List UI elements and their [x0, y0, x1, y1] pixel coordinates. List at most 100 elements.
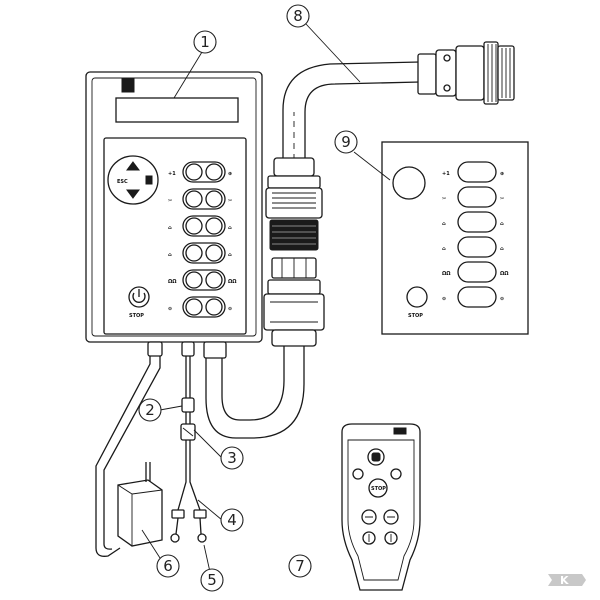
navigation-pad[interactable]: ESC [107, 155, 159, 205]
callout-circle [156, 554, 180, 578]
overlay-left-icon: ⊝ [442, 296, 446, 302]
function-button-right[interactable] [205, 298, 223, 316]
row-left-icon: ⌂ [168, 252, 172, 258]
stop-label: STOP [129, 313, 144, 319]
function-row-6: ⊝⊝ [168, 296, 232, 318]
callout-circle [220, 446, 244, 470]
row-right-icon: ⊕ [228, 171, 232, 177]
function-button-left[interactable] [185, 244, 203, 262]
callout-label: 4 [227, 511, 237, 529]
function-row-4: ⌂⌂ [168, 242, 232, 264]
callout-9: 9 [334, 130, 358, 154]
function-button-left[interactable] [185, 217, 203, 235]
display-cutout [392, 166, 426, 200]
callout-4: 4 [220, 508, 244, 532]
callout-label: 8 [293, 7, 303, 25]
power-supply-unit [117, 462, 163, 547]
function-button-right[interactable] [205, 190, 223, 208]
row-right-icon: ⊝ [228, 306, 232, 312]
remote-control: STOP [341, 423, 421, 591]
harness-plug [417, 41, 515, 105]
overlay-left-icon: +1 [442, 171, 450, 177]
overlay-left-icon: ⌂ [442, 246, 446, 252]
overlay-left-icon: ΩΩ [442, 271, 451, 277]
terminal-left [170, 509, 185, 543]
overlay-right-icon: ⌂ [500, 246, 504, 252]
callout-leaders [141, 23, 391, 573]
callout-5: 5 [200, 568, 224, 592]
row-left-icon: ΩΩ [168, 279, 177, 285]
overlay-row-3: ⌂⌂ [442, 211, 504, 233]
function-row-3: ⌂⌂ [168, 215, 232, 237]
overlay-row-6: ⊝⊝ [442, 286, 504, 308]
overlay-right-icon: ⊕ [500, 171, 504, 177]
row-left-icon: ✂ [168, 198, 172, 204]
function-button-left[interactable] [185, 163, 203, 181]
remote-stop-label: STOP [371, 486, 386, 492]
overlay-button-cutout [457, 211, 497, 233]
callout-label: 6 [163, 557, 173, 575]
overlay-button-cutout [457, 236, 497, 258]
callout-circle [288, 554, 312, 578]
callout-circle [200, 568, 224, 592]
row-right-icon: ⌂ [228, 252, 232, 258]
function-button-right[interactable] [205, 244, 223, 262]
callout-circle [193, 30, 217, 54]
function-button-left[interactable] [185, 298, 203, 316]
remote-left-button[interactable] [352, 468, 364, 480]
sensor-lead [170, 356, 207, 543]
callout-8: 8 [286, 4, 310, 28]
brand-mark: K [560, 574, 569, 587]
function-button-right[interactable] [205, 163, 223, 181]
overlay-right-icon: ⌂ [500, 221, 504, 227]
callout-circle [220, 508, 244, 532]
row-right-icon: ⌂ [228, 225, 232, 231]
stop-button[interactable]: STOP [128, 286, 150, 319]
display-window [115, 97, 239, 123]
function-button-right[interactable] [205, 217, 223, 235]
overlay-left-icon: ✂ [442, 196, 446, 202]
remote-right-button[interactable] [390, 468, 402, 480]
brand-watermark: K [548, 574, 586, 587]
function-row-2: ✂✂ [168, 188, 232, 210]
function-button-left[interactable] [185, 271, 203, 289]
stop-cutout [406, 286, 428, 308]
overlay-row-4: ⌂⌂ [442, 236, 504, 258]
callout-1: 1 [193, 30, 217, 54]
control-box-connectors [147, 341, 227, 359]
brand-logo [121, 77, 135, 93]
callout-label: 2 [145, 401, 155, 419]
function-button-right[interactable] [205, 271, 223, 289]
overlay-row-1: +1 ⊕ [442, 161, 504, 183]
inline-fuse [181, 397, 195, 413]
callout-6: 6 [156, 554, 180, 578]
overlay-row-5: ΩΩ ΩΩ [442, 261, 509, 283]
arrow-down-icon [126, 189, 140, 199]
overlay-button-cutout [457, 261, 497, 283]
callout-2: 2 [138, 398, 162, 422]
overlay-right-icon: ΩΩ [500, 271, 509, 277]
row-right-icon: ✂ [228, 198, 232, 204]
overlay-button-cutout [457, 186, 497, 208]
callout-label: 9 [341, 133, 351, 151]
row-left-icon: ⌂ [168, 225, 172, 231]
callout-label: 1 [200, 33, 210, 51]
harness-coupling-lower [263, 257, 325, 347]
terminal-right [193, 509, 207, 543]
callout-label: 5 [207, 571, 217, 589]
main-harness-cable [205, 41, 515, 439]
row-left-icon: ⊝ [168, 306, 172, 312]
callout-circle [138, 398, 162, 422]
function-button-left[interactable] [185, 190, 203, 208]
callout-label: 7 [295, 557, 305, 575]
enter-icon [145, 175, 153, 185]
remote-stop-button[interactable] [368, 478, 388, 498]
power-cable [95, 356, 163, 557]
